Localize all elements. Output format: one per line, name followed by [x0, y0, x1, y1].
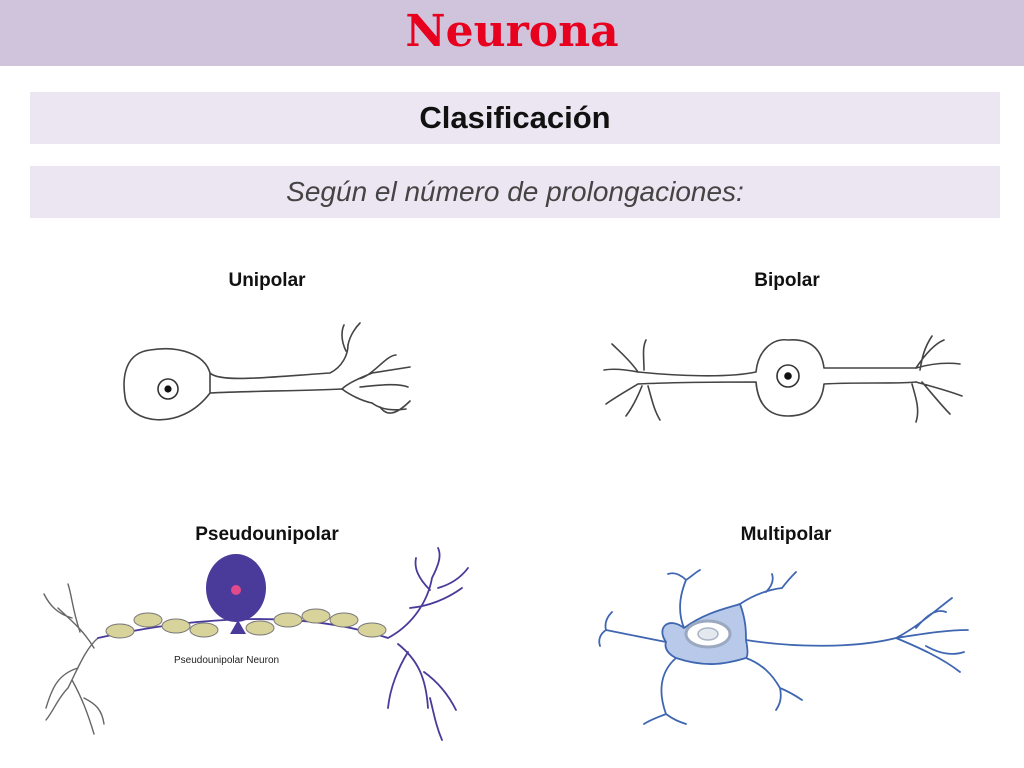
multipolar-label: Multipolar — [740, 524, 832, 545]
title-bar: Neurona — [0, 0, 1024, 66]
unipolar-neuron-drawing — [123, 322, 411, 421]
bipolar-label: Bipolar — [754, 270, 820, 291]
pseudounipolar-label: Pseudounipolar — [195, 524, 339, 545]
myelin-sheath — [105, 623, 135, 639]
unipolar-label: Unipolar — [228, 270, 306, 291]
multipolar-neuron-drawing — [598, 569, 969, 725]
pseudounipolar-caption: Pseudounipolar Neuron — [174, 655, 279, 666]
subheading-band: Según el número de prolongaciones: — [30, 166, 1000, 218]
section-subheading: Según el número de prolongaciones: — [286, 176, 744, 207]
pseudounipolar-neuron-drawing: Pseudounipolar Neuron — [43, 547, 469, 741]
heading-band: Clasificación — [30, 92, 1000, 144]
bipolar-neuron-drawing — [603, 335, 963, 423]
page-title: Neurona — [405, 6, 619, 57]
section-heading: Clasificación — [419, 100, 611, 135]
